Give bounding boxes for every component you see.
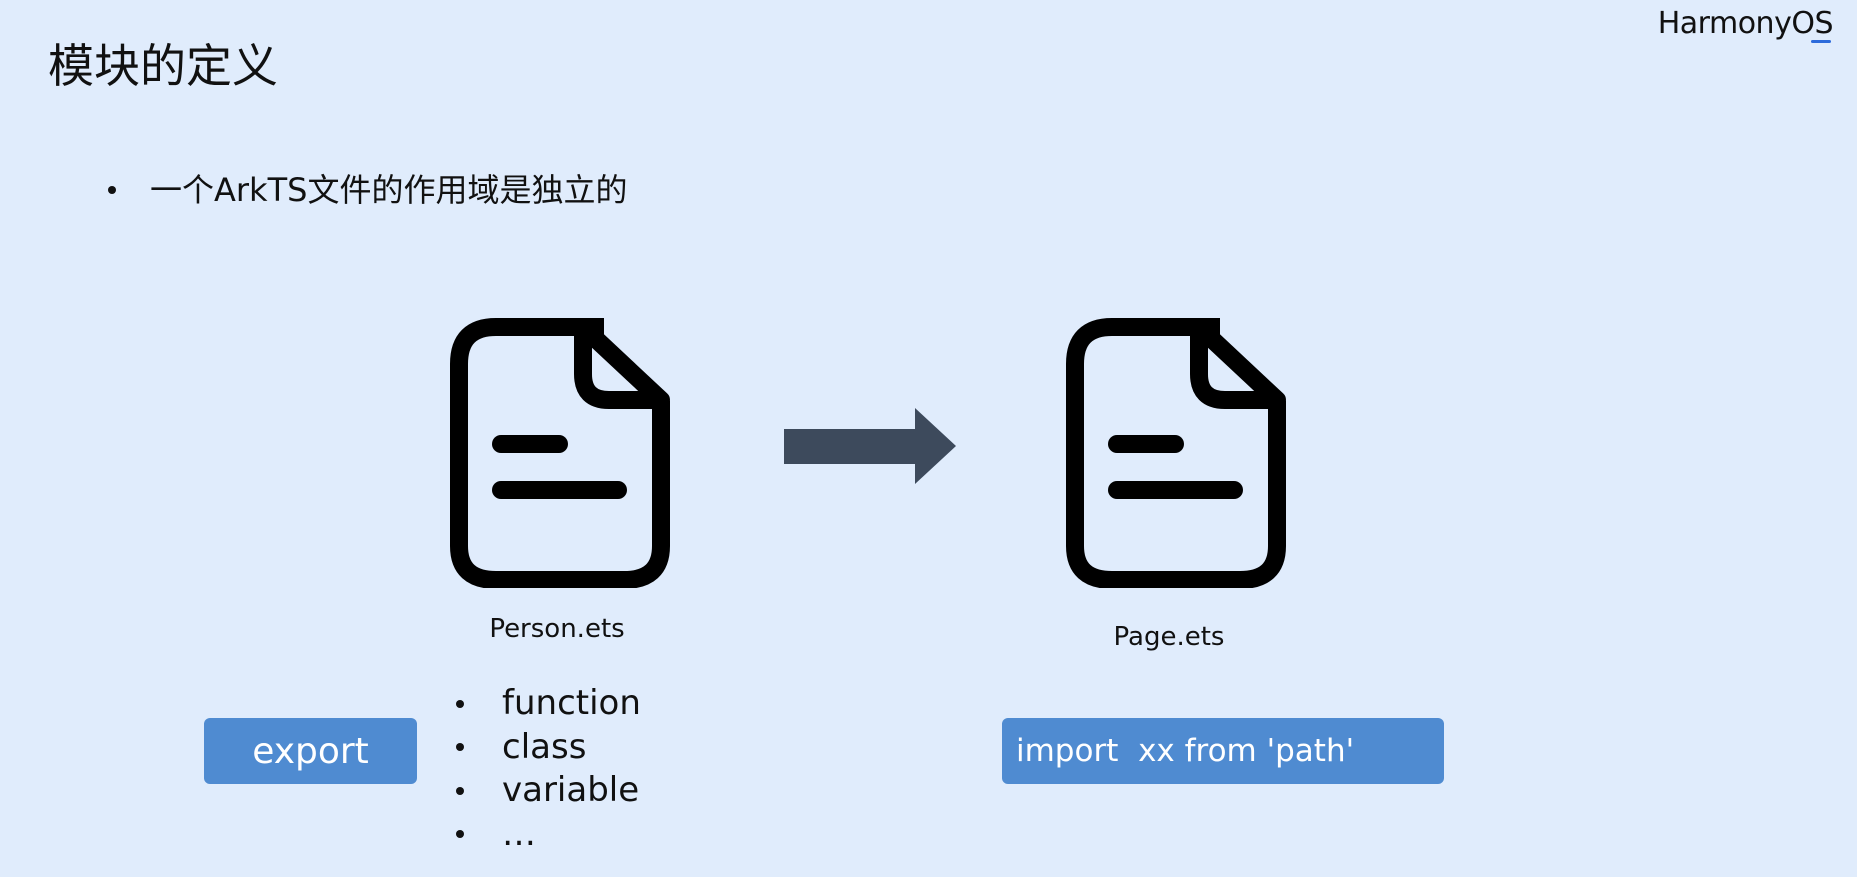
file-label-page: Page.ets — [1113, 622, 1225, 652]
list-item-text: function — [502, 683, 641, 723]
harmonyos-logo: HarmonyOS — [1657, 6, 1834, 41]
bullet-dot — [108, 186, 116, 194]
bullet-text: 一个ArkTS文件的作用域是独立的 — [150, 171, 628, 209]
list-item: function — [456, 682, 641, 726]
bullet-dot — [456, 786, 464, 795]
bullet-dot — [456, 830, 464, 839]
list-item: variable — [456, 769, 641, 813]
bullet-dot — [456, 699, 464, 708]
list-item-text: … — [502, 813, 536, 854]
document-icon — [450, 318, 670, 588]
bullet-item: 一个ArkTS文件的作用域是独立的 — [108, 168, 627, 212]
arrow-right-icon — [784, 408, 956, 484]
page-title: 模块的定义 — [48, 39, 278, 93]
file-label-person: Person.ets — [489, 614, 625, 644]
list-item-text: class — [502, 726, 587, 767]
list-item: … — [456, 813, 641, 857]
export-items-list: function class variable … — [456, 682, 641, 856]
logo-accent-mark — [1811, 40, 1831, 43]
import-button[interactable]: import xx from 'path' — [1002, 718, 1444, 784]
export-button[interactable]: export — [204, 718, 417, 784]
list-item-text: variable — [502, 770, 640, 810]
bullet-dot — [456, 743, 464, 752]
document-icon — [1066, 318, 1286, 588]
list-item: class — [456, 726, 641, 770]
